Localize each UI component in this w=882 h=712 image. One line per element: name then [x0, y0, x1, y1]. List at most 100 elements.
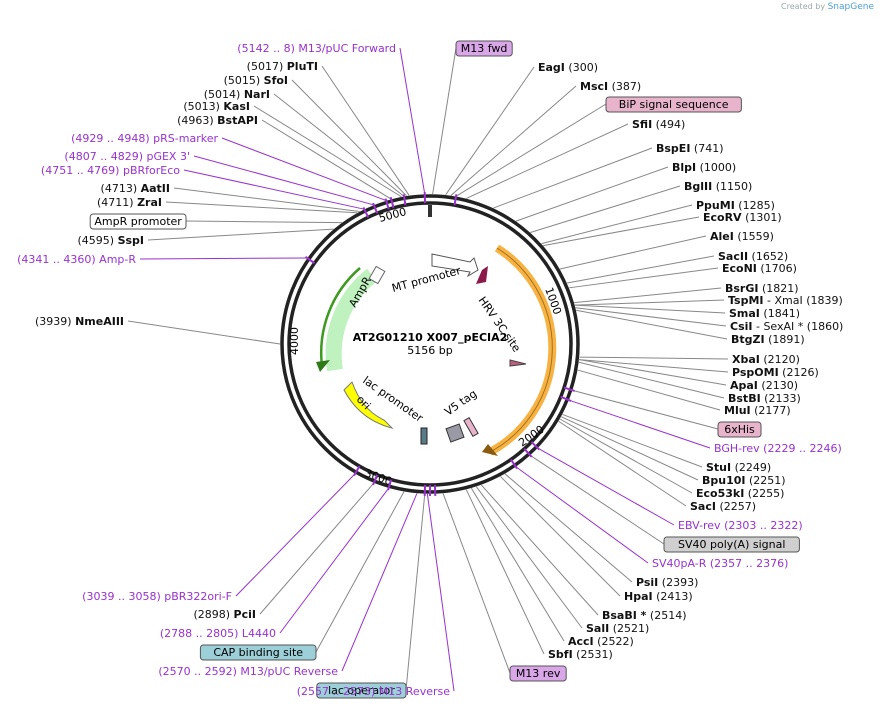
site-label-m13-reverse[interactable]: (2557 .. 2573) M13 Reverse — [297, 685, 450, 698]
site-label-sfii[interactable]: SfiI (494) — [632, 118, 685, 131]
site-label-saci[interactable]: SacI (2257) — [690, 500, 756, 513]
primer-tick — [510, 458, 519, 470]
site-label-sspi[interactable]: (4595) SspI — [77, 234, 144, 247]
leader-line — [399, 47, 426, 195]
site-label-stui[interactable]: StuI (2249) — [706, 461, 771, 474]
mt-promoter-arrow[interactable] — [431, 253, 479, 278]
site-label-ebv-rev[interactable]: EBV-rev (2303 .. 2322) — [678, 519, 803, 532]
site-label-btgzi[interactable]: BtgZI (1891) — [731, 333, 805, 346]
site-label-econi[interactable]: EcoNI (1706) — [722, 262, 797, 275]
site-label-bsrgi[interactable]: BsrGI (1821) — [725, 282, 799, 295]
label-text: SbfI (2531) — [548, 648, 613, 661]
site-label-l4440[interactable]: (2788 .. 2805) L4440 — [160, 627, 276, 640]
site-label-cap-binding-site[interactable]: CAP binding site — [199, 644, 317, 661]
label-text: HpaI (2413) — [624, 590, 693, 603]
label-name: SV40 poly(A) signal — [678, 538, 785, 551]
label-text: (5013) KasI — [183, 100, 250, 113]
site-label-ppumi[interactable]: PpuMI (1285) — [696, 199, 775, 212]
site-label-xbai[interactable]: XbaI (2120) — [732, 353, 800, 366]
site-label-sbfi[interactable]: SbfI (2531) — [548, 648, 613, 661]
leader-line — [576, 309, 728, 340]
leader-line — [279, 487, 390, 634]
site-label-smai[interactable]: SmaI (1841) — [729, 307, 800, 320]
primer-tick — [563, 386, 575, 392]
site-label-acci[interactable]: AccI (2522) — [568, 635, 634, 648]
leader-line — [530, 455, 665, 545]
label-box — [455, 40, 513, 57]
site-label-sali[interactable]: SalI (2521) — [586, 622, 649, 635]
site-label-pcii[interactable]: (2898) PciI — [193, 608, 256, 621]
site-label-m13-rev[interactable]: M13 rev — [509, 665, 567, 682]
site-label-hpai[interactable]: HpaI (2413) — [624, 590, 693, 603]
lac-operator-box[interactable] — [420, 427, 428, 445]
site-label-bip-signal-sequence[interactable]: BiP signal sequence — [605, 96, 742, 113]
label-text: SmaI (1841) — [729, 307, 800, 320]
ampr-promoter-box[interactable] — [368, 265, 386, 285]
site-label-sv40-poly-a-signal[interactable]: SV40 poly(A) signal — [663, 536, 800, 553]
site-label-pbrforeco[interactable]: (4751 .. 4769) pBRforEco — [41, 164, 180, 177]
site-label-pbr322ori-f[interactable]: (3039 .. 3058) pBR322ori-F — [82, 590, 232, 603]
label-box — [717, 421, 762, 438]
site-label-lac-operator[interactable]: lac operator — [316, 682, 407, 699]
site-label-nmeaiii[interactable]: (3939) NmeAIII — [35, 315, 124, 328]
site-label-eagi[interactable]: EagI (300) — [538, 61, 598, 74]
leader-line — [541, 204, 693, 245]
leader-line — [574, 299, 725, 306]
site-label-prs-marker[interactable]: (4929 .. 4948) pRS-marker — [71, 132, 218, 145]
site-label-bsabi-[interactable]: BsaBI * (2514) — [602, 609, 687, 622]
site-label-csii[interactable]: CsiI - SexAI * (1860) — [730, 320, 843, 333]
site-label-alei[interactable]: AleI (1559) — [710, 230, 774, 243]
mt-promoter-label: MT promoter — [390, 264, 462, 295]
site-label-kasi[interactable]: (5013) KasI — [183, 100, 250, 113]
site-label-msci[interactable]: MscI (387) — [580, 80, 641, 93]
label-text: AleI (1559) — [710, 230, 774, 243]
site-label-6xhis[interactable]: 6xHis — [717, 421, 762, 438]
his-tag-box[interactable] — [463, 417, 479, 437]
leader-line — [442, 493, 511, 674]
site-label-sv40pa-r[interactable]: SV40pA-R (2357 .. 2376) — [652, 557, 788, 570]
site-label-ecorv[interactable]: EcoRV (1301) — [703, 211, 782, 224]
ori-feature[interactable] — [343, 381, 394, 429]
site-label-pspomi[interactable]: PspOMI (2126) — [732, 366, 819, 379]
site-label-m13-puc-reverse[interactable]: (2570 .. 2592) M13/pUC Reverse — [158, 665, 338, 678]
primer-tick — [560, 395, 572, 402]
primer-tick — [402, 194, 407, 206]
site-label-sfoi[interactable]: (5015) SfoI — [224, 74, 288, 87]
site-label-zrai[interactable]: (4711) ZraI — [97, 196, 162, 209]
site-label-aatii[interactable]: (4713) AatII — [101, 182, 170, 195]
label-text: (4963) BstAPI — [177, 114, 258, 127]
site-label-bspei[interactable]: BspEI (741) — [656, 142, 724, 155]
ampr-feature[interactable] — [325, 268, 378, 372]
site-label-pgex-3-[interactable]: (4807 .. 4829) pGEX 3' — [64, 150, 190, 163]
site-label-bstapi[interactable]: (4963) BstAPI — [177, 114, 258, 127]
site-label-bgh-rev[interactable]: BGH-rev (2229 .. 2246) — [714, 442, 842, 455]
v5-tag-box[interactable] — [445, 423, 465, 443]
hrv-site-label: HRV 3C site — [476, 294, 524, 354]
leader-line — [579, 359, 727, 386]
site-label-amp-r[interactable]: (4341 .. 4360) Amp-R — [17, 253, 136, 266]
site-label-ampr-promoter[interactable]: AmpR promoter — [89, 213, 187, 230]
leader-line — [259, 482, 375, 615]
site-label-sacii[interactable]: SacII (1652) — [718, 250, 788, 263]
site-label-bglii[interactable]: BglII (1150) — [684, 180, 752, 193]
label-text: SacII (1652) — [718, 250, 788, 263]
site-label-pluti[interactable]: (5017) PluTI — [247, 60, 318, 73]
site-label-bstbi[interactable]: BstBI (2133) — [728, 392, 801, 405]
bip-feature[interactable] — [476, 266, 488, 284]
site-label-bpu10i[interactable]: Bpu10I (2251) — [702, 474, 786, 487]
site-label-m13-fwd[interactable]: M13 fwd — [455, 40, 513, 57]
site-label-nari[interactable]: (5014) NarI — [204, 88, 270, 101]
site-label-blpi[interactable]: BlpI (1000) — [672, 161, 736, 174]
hrv-site-mark[interactable] — [509, 359, 527, 367]
site-label-eco53ki[interactable]: Eco53kI (2255) — [696, 487, 784, 500]
site-label-apai[interactable]: ApaI (2130) — [730, 379, 798, 392]
site-label-psii[interactable]: PsiI (2393) — [636, 576, 698, 589]
site-label-tspmi[interactable]: TspMI - XmaI (1839) — [728, 294, 843, 307]
label-text: (2788 .. 2805) L4440 — [160, 627, 276, 640]
label-text: (4929 .. 4948) pRS-marker — [71, 132, 218, 145]
cds-arc[interactable] — [488, 244, 557, 456]
label-text: (4751 .. 4769) pBRforEco — [41, 164, 180, 177]
label-name: M13 rev — [516, 667, 561, 680]
site-label-mlui[interactable]: MluI (2177) — [724, 404, 791, 417]
site-label-m13-puc-forward[interactable]: (5142 .. 8) M13/pUC Forward — [237, 42, 396, 55]
